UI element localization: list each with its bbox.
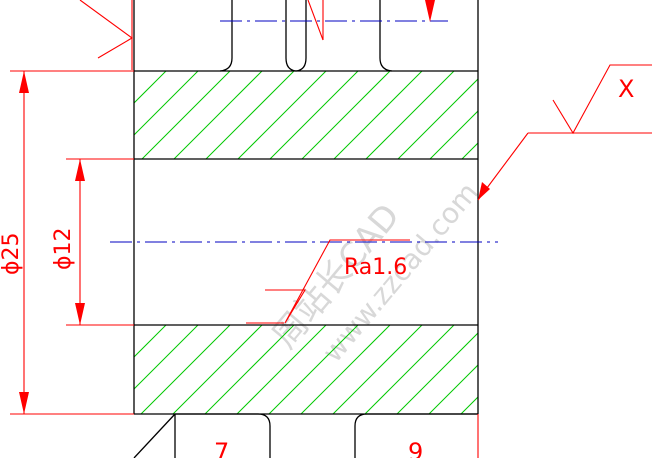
hatch-line	[134, 325, 167, 358]
dimensions	[10, 0, 652, 458]
hatch-line	[173, 71, 263, 159]
arrowheads	[19, 0, 490, 414]
hatch-line	[364, 325, 455, 414]
surface-roughness-label: Ra1.6	[344, 255, 407, 280]
hatch-line	[493, 325, 582, 414]
hatch-line	[268, 325, 359, 414]
dim-bore-diameter: ϕ12	[51, 227, 76, 270]
hatch-line	[396, 332, 478, 414]
hatch-line	[526, 71, 614, 159]
centerlines	[110, 20, 498, 243]
hatch-line	[494, 71, 582, 159]
hatch-line	[300, 325, 391, 414]
hatch-line	[332, 325, 423, 414]
hatch-line	[204, 325, 295, 414]
part-outline	[133, 0, 479, 458]
hatch-line	[333, 71, 423, 159]
hatch-line	[205, 71, 295, 159]
roughness-symbol-x: X	[618, 75, 634, 103]
hatch-line	[461, 142, 478, 159]
hatch-line	[140, 325, 231, 414]
hatch-line	[134, 71, 199, 136]
hatch-line	[429, 110, 478, 159]
dim-bottom-right: 9	[408, 438, 423, 458]
section-hatch-bottom	[134, 325, 646, 414]
hatch-line	[237, 71, 327, 159]
hatch-line	[236, 325, 327, 414]
hatch-line	[172, 325, 263, 414]
dimension-labels: ϕ25 ϕ12 Ra1.6 X 7 9	[0, 75, 634, 458]
dim-outer-diameter: ϕ25	[0, 232, 24, 275]
hatch-line	[428, 364, 478, 414]
hatch-line	[134, 325, 199, 390]
hatch-line	[301, 71, 391, 159]
hatch-line	[525, 325, 614, 414]
hatch-line	[365, 71, 455, 159]
hatch-line	[269, 71, 359, 159]
hatch-line	[141, 71, 231, 159]
hatch-line	[460, 396, 478, 414]
hatch-line	[397, 78, 478, 159]
hatch-line	[134, 71, 135, 72]
dim-bottom-left: 7	[214, 438, 229, 458]
hatch-line	[557, 325, 646, 414]
hatch-line	[134, 71, 167, 104]
hatch-line	[134, 325, 135, 326]
section-hatch-top	[134, 71, 614, 159]
